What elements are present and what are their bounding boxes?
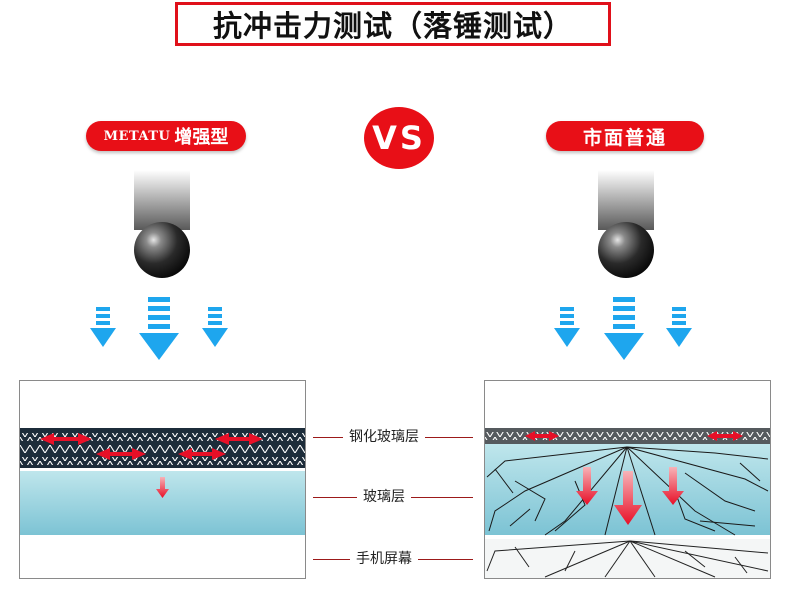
motion-trail-left — [134, 170, 190, 230]
enhanced-badge: METATU 增强型 — [86, 121, 246, 151]
ordinary-layers-diagram — [485, 428, 770, 578]
blue-arrow-small-icon — [554, 307, 580, 347]
glass-layer-label: 玻璃层 — [357, 488, 411, 506]
impact-arrows-right — [554, 297, 692, 360]
phone-screen-cracked — [485, 539, 770, 578]
blue-arrow-small-icon — [202, 307, 228, 347]
red-down-arrow-icon — [576, 467, 598, 505]
phone-screen-label: 手机屏幕 — [350, 550, 418, 568]
blue-arrow-large-icon — [139, 297, 179, 360]
brand-name: METATU — [103, 128, 171, 144]
blue-arrow-small-icon — [666, 307, 692, 347]
small-down-arrow-icon — [156, 477, 169, 498]
vs-badge: VS — [364, 107, 434, 169]
blue-arrow-large-icon — [604, 297, 644, 360]
red-down-arrow-icon — [614, 471, 642, 525]
page-title: 抗冲击力测试（落锤测试） — [175, 2, 611, 46]
steel-ball-left — [134, 222, 190, 278]
enhanced-label: 增强型 — [174, 127, 229, 148]
blue-arrow-small-icon — [90, 307, 116, 347]
tempered-glass-label: 钢化玻璃层 — [343, 428, 425, 446]
large-down-arrows — [576, 467, 684, 525]
ordinary-badge: 市面普通 — [546, 121, 704, 151]
screen-crack-lines — [486, 540, 769, 578]
steel-ball-right — [598, 222, 654, 278]
crack-lines — [486, 446, 769, 536]
impact-arrows-left — [90, 297, 228, 360]
enhanced-layers-diagram — [20, 428, 305, 578]
phone-screen-layer — [20, 538, 305, 578]
enhanced-panel — [19, 380, 306, 579]
ordinary-panel — [484, 380, 771, 579]
motion-trail-right — [598, 170, 654, 230]
dispersion-arrows — [40, 433, 263, 460]
red-down-arrow-icon — [662, 467, 684, 505]
